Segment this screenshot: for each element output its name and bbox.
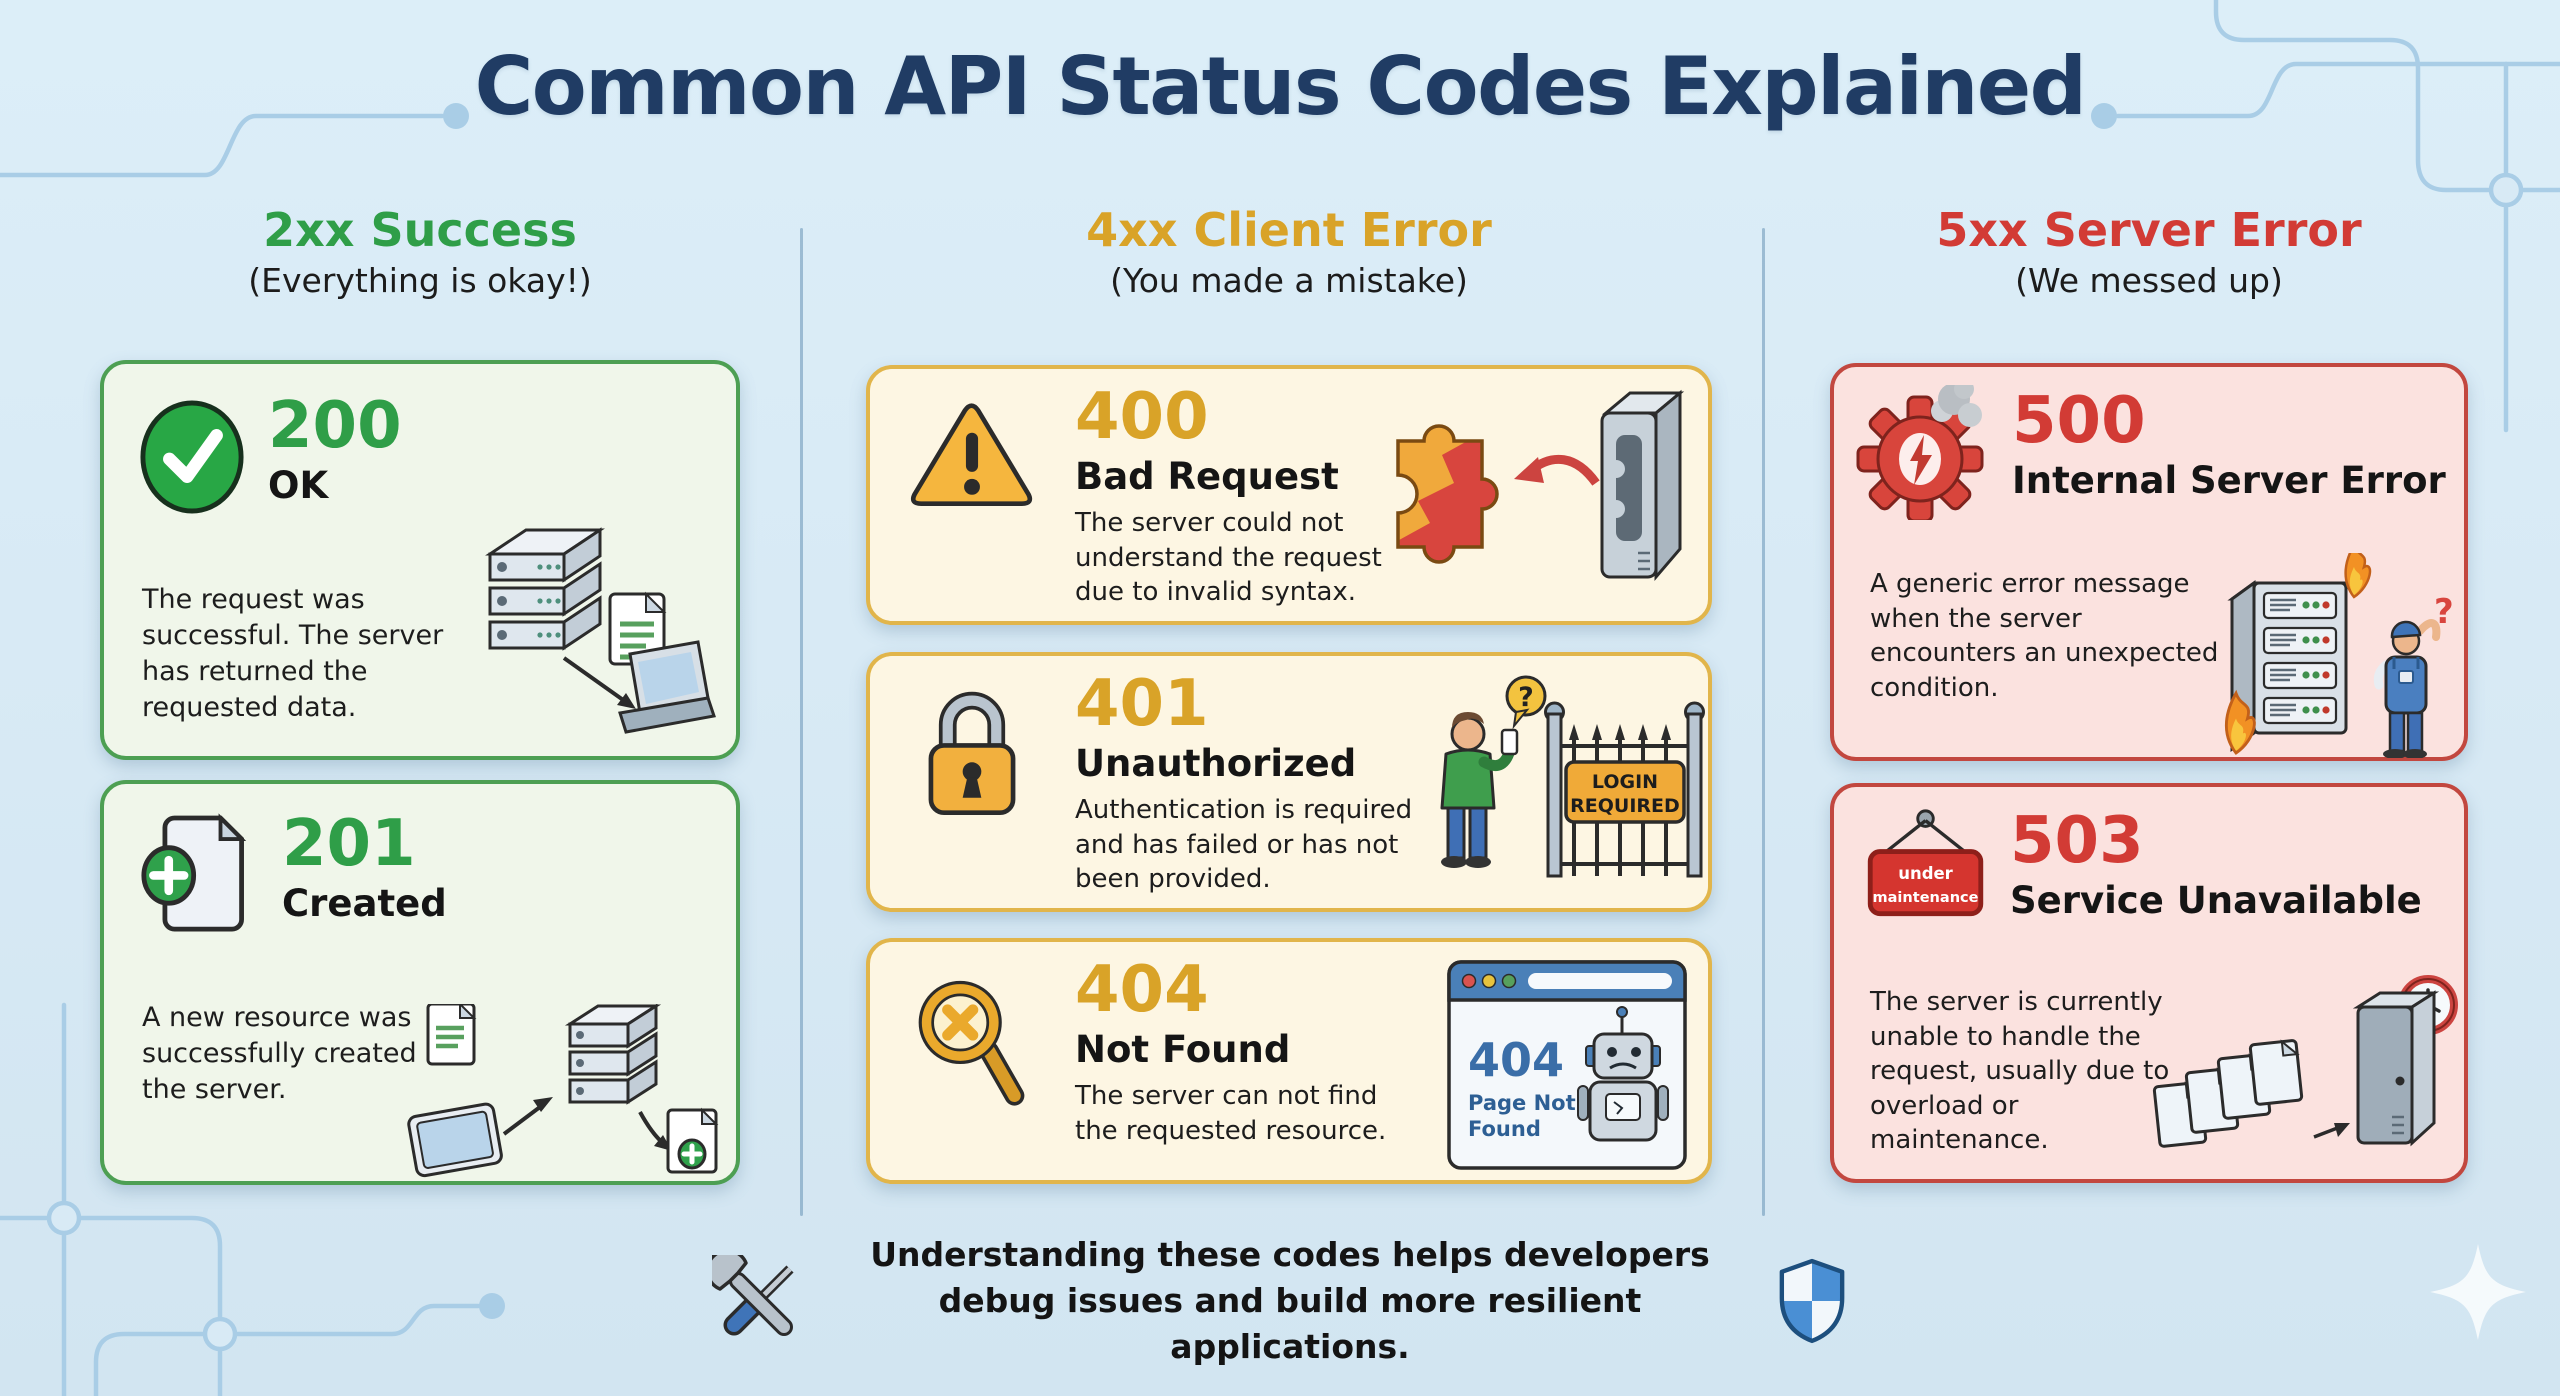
shield-icon [1779,1259,1845,1344]
card-200: 200 OK The request was successful. The s… [100,360,740,760]
status-code: 503 [2010,804,2144,878]
column-subtitle: (Everything is okay!) [248,260,592,300]
card-503: under maintenance 503 Service Unavailabl… [1830,783,2468,1183]
footer-text: Understanding these codes helps develope… [870,1235,1710,1367]
circuit-node [202,1316,238,1352]
card-401: 401 Unauthorized Authentication is requi… [866,652,1712,912]
maintenance-sign-line1: under [1898,864,1953,883]
question-mark-label: ? [1518,682,1534,713]
circuit-node [46,1200,82,1236]
circuit-dot [443,103,469,129]
sad-robot-icon [1577,1006,1669,1142]
circuit-node [2488,172,2524,208]
resource-created-illustration [407,1004,719,1178]
card-404: 404 Not Found The server can not find th… [866,938,1712,1184]
magnifier-x-icon [918,980,1025,1106]
status-code: 400 [1075,380,1209,454]
browser-404-line2: Found [1468,1117,1541,1141]
status-name: Bad Request [1075,455,1339,499]
login-sign-line2: REQUIRED [1570,795,1680,817]
flame-icon [2224,689,2256,755]
column-title: 2xx Success [263,203,577,257]
circuit-trace [2115,61,2560,119]
status-code: 200 [268,389,402,463]
puzzle-mismatch-illustration [1396,389,1685,582]
column-header-2xx: 2xx Success (Everything is okay!) [100,205,740,300]
status-code: 500 [2012,384,2146,458]
check-circle-icon [140,400,244,514]
warning-triangle-icon [910,403,1033,506]
status-description: The server could not understand the requ… [1075,508,1382,608]
status-description: The request was successful. The server h… [142,584,444,723]
column-title: 4xx Client Error [1086,203,1492,257]
circuit-trace [0,113,445,178]
tools-icon [712,1255,794,1337]
padlock-icon [928,691,1016,815]
status-code: 404 [1075,953,1209,1027]
status-description: A new resource was successfully created … [142,1002,459,1105]
card-400: 400 Bad Request The server could not und… [866,365,1712,625]
status-name: Not Found [1075,1028,1291,1072]
column-header-5xx: 5xx Server Error (We messed up) [1830,205,2468,300]
column-title: 5xx Server Error [1936,203,2362,257]
circuit-dot [2091,103,2117,129]
request-queue-illustration [2152,975,2458,1148]
status-name: Unauthorized [1075,742,1357,786]
status-code: 201 [282,807,416,881]
column-divider [800,228,803,1216]
burning-server-illustration: ? [2224,553,2454,758]
smoke-icon [1931,385,1982,427]
browser-404-code: 404 [1468,1033,1564,1087]
card-201: 201 Created A new resource was successfu… [100,780,740,1185]
column-subtitle: (We messed up) [2015,260,2283,300]
browser-404-illustration: 404 Page Not Found [1447,960,1687,1170]
column-header-4xx: 4xx Client Error (You made a mistake) [866,205,1712,300]
status-description: A generic error message when the server … [1870,569,2219,703]
login-sign-line1: LOGIN [1592,771,1658,793]
circuit-dot [479,1293,505,1319]
status-name: Created [282,882,447,926]
status-name: Service Unavailable [2010,879,2422,923]
technician-icon: ? [2373,592,2454,758]
question-mark-label: ? [2434,592,2454,632]
maintenance-sign-icon: under maintenance [1867,809,1984,917]
sparkle-icon [2430,1244,2526,1340]
server-to-laptop-illustration [485,527,716,734]
status-description: Authentication is required and has faile… [1075,795,1413,895]
status-name: OK [268,464,329,508]
circuit-trace [0,1215,223,1396]
status-code: 401 [1075,667,1209,741]
browser-404-line1: Page Not [1468,1091,1576,1115]
card-500: 500 Internal Server Error A generic erro… [1830,363,2468,761]
broken-gear-icon [1856,385,1984,520]
status-description: The server is currently unable to handle… [1870,987,2170,1156]
circuit-trace [93,1303,481,1396]
maintenance-sign-line2: maintenance [1872,890,1978,906]
page-title: Common API Status Codes Explained [474,40,2087,133]
status-description: The server can not find the requested re… [1075,1081,1387,1146]
flame-icon [2344,553,2372,599]
document-plus-icon [141,813,247,932]
document-queue [2152,1039,2304,1148]
status-name: Internal Server Error [2012,459,2446,503]
login-gate-illustration: ? [1440,675,1705,878]
circuit-trace [2213,0,2560,193]
column-divider [1762,228,1765,1216]
footer: Understanding these codes helps develope… [0,1232,2560,1371]
column-subtitle: (You made a mistake) [1110,260,1468,300]
